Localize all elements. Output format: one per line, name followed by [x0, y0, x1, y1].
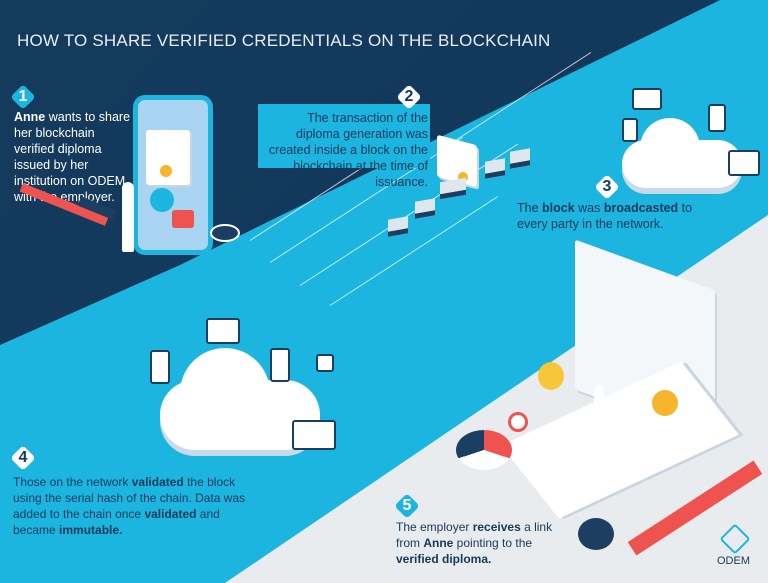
- step-2-callout: [258, 104, 430, 168]
- step-5-text-part: The employer: [396, 520, 473, 534]
- padlock-icon: [172, 210, 194, 228]
- laptop-icon: [632, 88, 662, 110]
- step-2-number: 2: [404, 88, 414, 105]
- step-2-badge: 2: [398, 86, 420, 108]
- step-4-text-part: Those on the network: [13, 475, 132, 489]
- diploma-icon: [146, 130, 190, 185]
- step-5-text-part: a link from: [396, 520, 553, 550]
- step-4-text: Those on the network validated the block…: [13, 474, 253, 538]
- anne-figure: [122, 182, 134, 252]
- at-sign-icon: [508, 412, 528, 432]
- phone-icon: [622, 118, 638, 142]
- step-3-text-bold: broadcasted: [603, 201, 679, 215]
- step-4-text-bold: validated: [131, 475, 184, 489]
- step-4-text-bold: validated: [144, 507, 197, 521]
- step-1-number: 1: [18, 88, 28, 105]
- step-3-badge: 3: [596, 176, 618, 198]
- laptop-icon: [728, 150, 760, 176]
- block-icon: [510, 148, 530, 169]
- tablet-icon: [316, 354, 334, 372]
- step-4-number: 4: [18, 449, 28, 466]
- block-icon: [388, 216, 408, 237]
- block-icon: [485, 158, 505, 179]
- pie-chart-icon: [456, 430, 512, 470]
- network-line: [329, 196, 499, 306]
- step-4-text-part: and became: [13, 507, 220, 537]
- step-1-text-bold: Anne: [14, 110, 46, 124]
- gear-icon: [578, 518, 614, 550]
- smartphone-illustration: [133, 95, 213, 255]
- step-3-text-part: The: [517, 201, 543, 215]
- laptop-icon: [292, 420, 336, 450]
- step-5-text-bold: receives: [472, 520, 521, 534]
- step-4-text-part: the block using the serial hash of the c…: [13, 475, 246, 521]
- block-icon: [440, 177, 466, 200]
- step-3-text-part: was: [574, 201, 604, 215]
- odem-badge-icon: [150, 188, 174, 212]
- medal-icon: [160, 165, 172, 177]
- phone-icon: [150, 350, 170, 384]
- medal-icon: [458, 172, 468, 182]
- step-3-number: 3: [602, 178, 612, 195]
- key-icon: [210, 224, 240, 242]
- laptop-icon: [206, 318, 240, 344]
- step-4-text-bold: immutable.: [59, 523, 123, 537]
- step-5-number: 5: [402, 497, 412, 514]
- step-5-badge: 5: [396, 495, 418, 517]
- phone-icon: [270, 348, 290, 382]
- step-1-badge: 1: [12, 86, 34, 108]
- step-5-text-bold: Anne: [423, 536, 454, 550]
- figure-illustration: [594, 385, 604, 467]
- step-5-text-part: pointing to the: [453, 536, 533, 550]
- step-3-text-bold: block: [542, 201, 575, 215]
- step-2-text: The transaction of the diploma generatio…: [268, 111, 428, 189]
- step-3-text-part: to every party in the network.: [517, 201, 693, 231]
- phone-icon: [708, 104, 726, 132]
- block-icon: [415, 198, 435, 219]
- cloud-puff: [180, 348, 270, 438]
- cloud-puff: [640, 118, 700, 178]
- step-4-badge: 4: [12, 447, 34, 469]
- step-5-text-bold: verified diploma.: [396, 552, 492, 566]
- step-5-text: The employer receives a link from Anne p…: [396, 519, 556, 567]
- odem-logo-text: ODEM: [717, 555, 750, 567]
- award-medal-icon: [652, 390, 678, 416]
- lightbulb-icon: [538, 362, 564, 390]
- page-title: HOW TO SHARE VERIFIED CREDENTIALS ON THE…: [17, 31, 551, 50]
- step-3-text: The block was broadcasted to every party…: [517, 200, 707, 232]
